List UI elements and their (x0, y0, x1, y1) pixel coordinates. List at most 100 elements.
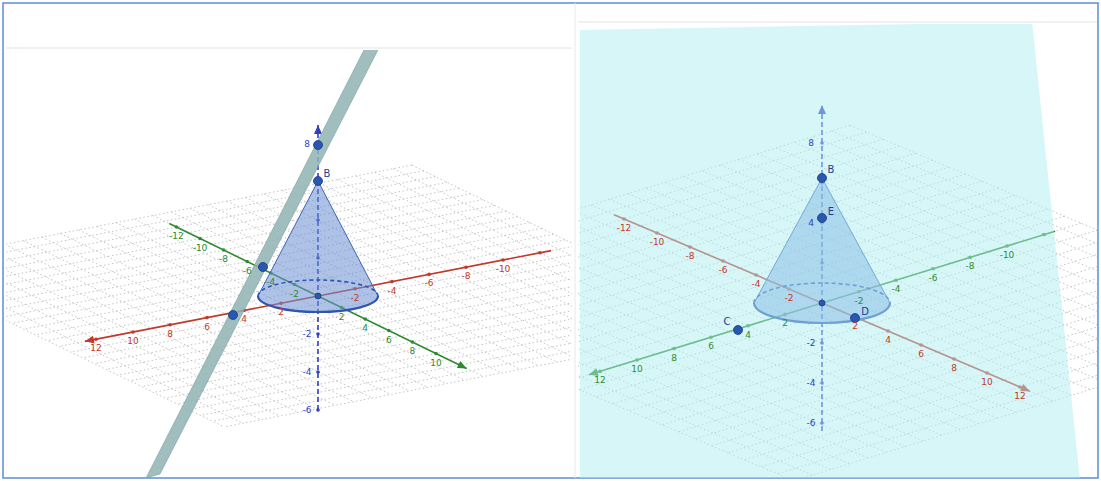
tick-label: 6 (386, 335, 392, 344)
tick-mark (411, 340, 415, 344)
tick-label: -4 (807, 379, 816, 388)
tick-mark (316, 370, 320, 374)
tick-label: -4 (303, 368, 312, 377)
tick-label: 8 (671, 353, 677, 362)
tick-mark (501, 258, 505, 262)
right-view (578, 24, 1097, 478)
tick-label: 8 (304, 140, 310, 149)
grid-line (6, 177, 435, 278)
grid-line (177, 303, 572, 404)
tick-label: 8 (808, 139, 814, 148)
tick-mark (464, 265, 468, 269)
panel-divider (575, 3, 576, 478)
tick-label: -8 (219, 255, 228, 264)
grid-line (130, 280, 572, 381)
tick-mark (198, 237, 202, 241)
tick-label: -10 (496, 265, 511, 274)
grid-line (6, 182, 447, 283)
point-label: D (861, 307, 869, 317)
tick-label: -4 (266, 278, 275, 287)
point (314, 141, 323, 150)
tick-mark (363, 317, 367, 321)
tick-label: 2 (782, 319, 788, 328)
tick-label: -2 (303, 330, 312, 339)
tick-mark (427, 273, 431, 277)
tick-mark (434, 352, 438, 356)
tick-label: -6 (303, 406, 312, 415)
tick-label: -10 (193, 243, 208, 252)
axis-arrow (85, 336, 95, 344)
grid-line (189, 309, 572, 410)
tick-mark (131, 330, 135, 334)
tick-label: -6 (243, 266, 252, 275)
tick-label: 4 (241, 315, 247, 324)
tick-label: 6 (708, 342, 714, 351)
tick-label: -12 (617, 224, 632, 233)
tick-mark (205, 316, 209, 320)
point (818, 214, 827, 223)
tick-label: -8 (686, 252, 695, 261)
tick-label: -2 (807, 339, 816, 348)
tick-label: -4 (892, 285, 901, 294)
grid-line (6, 171, 424, 272)
tick-label: 10 (430, 358, 441, 367)
grid-line (6, 262, 243, 423)
tick-mark (168, 323, 172, 327)
tick-label: 8 (951, 364, 957, 373)
tick-label: 8 (167, 329, 173, 338)
tick-label: 10 (981, 378, 992, 387)
point (819, 300, 825, 306)
point-label: B (828, 165, 835, 175)
axis-arrow (314, 125, 322, 134)
grid-line (338, 180, 572, 341)
tick-label: -2 (855, 296, 864, 305)
tick-mark (387, 329, 391, 333)
cutting-plane (146, 50, 380, 478)
tick-label: 4 (885, 336, 891, 345)
tick-label: -2 (351, 293, 360, 302)
point-label: C (724, 317, 731, 327)
grid-line (212, 320, 572, 421)
tick-label: 12 (90, 344, 101, 353)
point (229, 311, 238, 320)
point-label: B (324, 169, 331, 179)
tick-mark (316, 332, 320, 336)
tick-label: 2 (852, 322, 858, 331)
point-label: E (828, 207, 834, 217)
tick-label: -10 (1000, 251, 1015, 260)
tick-label: -2 (290, 289, 299, 298)
tick-label: 4 (745, 330, 751, 339)
point (314, 177, 323, 186)
grid-line (6, 255, 280, 416)
tick-label: 12 (1014, 392, 1025, 401)
tick-label: 2 (278, 308, 284, 317)
axis-arrow (457, 361, 467, 369)
tick-label: -10 (650, 238, 665, 247)
tick-label: 2 (339, 312, 345, 321)
tick-label: 6 (204, 322, 210, 331)
tick-mark (175, 225, 179, 229)
tick-label: 12 (594, 376, 605, 385)
tick-label: -8 (462, 272, 471, 281)
tick-label: -4 (388, 286, 397, 295)
point (818, 174, 827, 183)
toolbar-edge (6, 48, 572, 49)
tick-label: 6 (918, 350, 924, 359)
point (315, 293, 321, 299)
grid-line (412, 165, 572, 326)
tick-mark (538, 251, 542, 255)
tick-mark (222, 248, 226, 252)
tick-label: 10 (127, 337, 138, 346)
tick-label: -6 (929, 273, 938, 282)
tick-label: 4 (808, 219, 814, 228)
tick-mark (245, 260, 249, 264)
tick-mark (458, 363, 462, 367)
point (259, 263, 268, 272)
tick-label: 8 (410, 347, 416, 356)
tick-label: 4 (362, 324, 368, 333)
tick-label: -4 (752, 280, 761, 289)
tick-label: -6 (807, 419, 816, 428)
tick-label: -2 (785, 294, 794, 303)
tick-mark (316, 408, 320, 412)
